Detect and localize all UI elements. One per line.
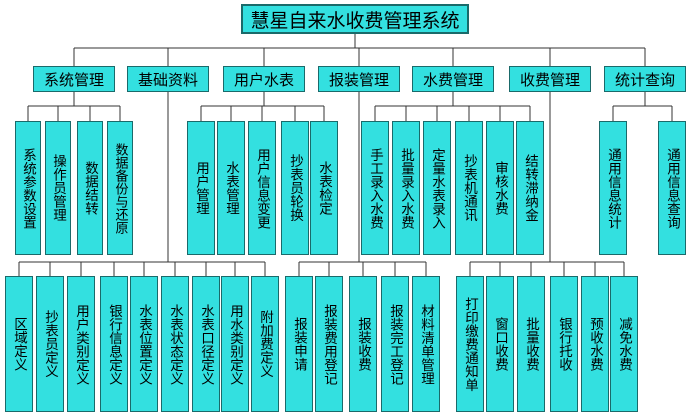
node-operator-management: 操作员管理	[45, 121, 71, 255]
node-meter-location-definition: 水表位置定义	[130, 276, 158, 412]
node-general-statistics: 通用信息统计	[599, 121, 627, 255]
node-installation-application: 报装申请	[285, 276, 313, 412]
module-system-management: 系统管理	[33, 66, 115, 92]
node-counter-charge: 窗口收费	[486, 276, 514, 412]
node-installation-completion: 报装完工登记	[381, 276, 409, 412]
node-manual-fee-entry: 手工录入水费	[361, 121, 389, 255]
node-fee-audit: 审核水费	[486, 121, 514, 255]
node-print-payment-notice: 打印缴费通知单	[456, 276, 484, 412]
module-water-fee-management: 水费管理	[412, 66, 494, 92]
node-data-carryover: 数据结转	[77, 121, 103, 255]
node-meter-calibration: 水表检定	[310, 121, 338, 255]
node-meter-status-definition: 水表状态定义	[161, 276, 189, 412]
module-installation-management: 报装管理	[318, 66, 400, 92]
module-charge-management: 收费管理	[509, 66, 591, 92]
node-user-category-definition: 用户类别定义	[67, 276, 95, 412]
node-bank-collection: 银行托收	[550, 276, 578, 412]
node-batch-fee-entry: 批量录入水费	[392, 121, 420, 255]
node-reader-definition: 抄表员定义	[36, 276, 64, 412]
module-user-meter: 用户水表	[223, 66, 305, 92]
node-system-params: 系统参数设置	[15, 121, 41, 255]
node-reader-rotation: 抄表员轮换	[281, 121, 309, 255]
node-user-info-change: 用户信息变更	[248, 121, 276, 255]
module-statistics-query: 统计查询	[604, 66, 686, 92]
node-data-backup-restore: 数据备份与还原	[107, 121, 133, 255]
node-fee-waiver: 减免水费	[610, 276, 638, 412]
node-user-management: 用户管理	[187, 121, 215, 255]
node-fixed-meter-entry: 定量水表录入	[423, 121, 451, 255]
module-basic-data: 基础资料	[127, 66, 209, 92]
node-bank-info-definition: 银行信息定义	[100, 276, 128, 412]
node-installation-fee-registration: 报装费用登记	[315, 276, 343, 412]
node-batch-charge: 批量收费	[517, 276, 545, 412]
node-material-list-management: 材料清单管理	[412, 276, 440, 412]
node-surcharge-definition: 附加费定义	[251, 276, 279, 412]
node-prepaid-fee: 预收水费	[581, 276, 609, 412]
node-meter-management: 水表管理	[217, 121, 245, 255]
node-reader-device-comm: 抄表机通讯	[455, 121, 483, 255]
node-late-fee-carryover: 结转滞纳金	[516, 121, 544, 255]
node-installation-charge: 报装收费	[349, 276, 377, 412]
node-water-use-category-definition: 用水类别定义	[221, 276, 249, 412]
node-general-query: 通用信息查询	[658, 121, 686, 255]
system-title: 慧星自来水收费管理系统	[241, 4, 469, 34]
node-meter-caliber-definition: 水表口径定义	[192, 276, 220, 412]
node-area-definition: 区域定义	[5, 276, 33, 412]
